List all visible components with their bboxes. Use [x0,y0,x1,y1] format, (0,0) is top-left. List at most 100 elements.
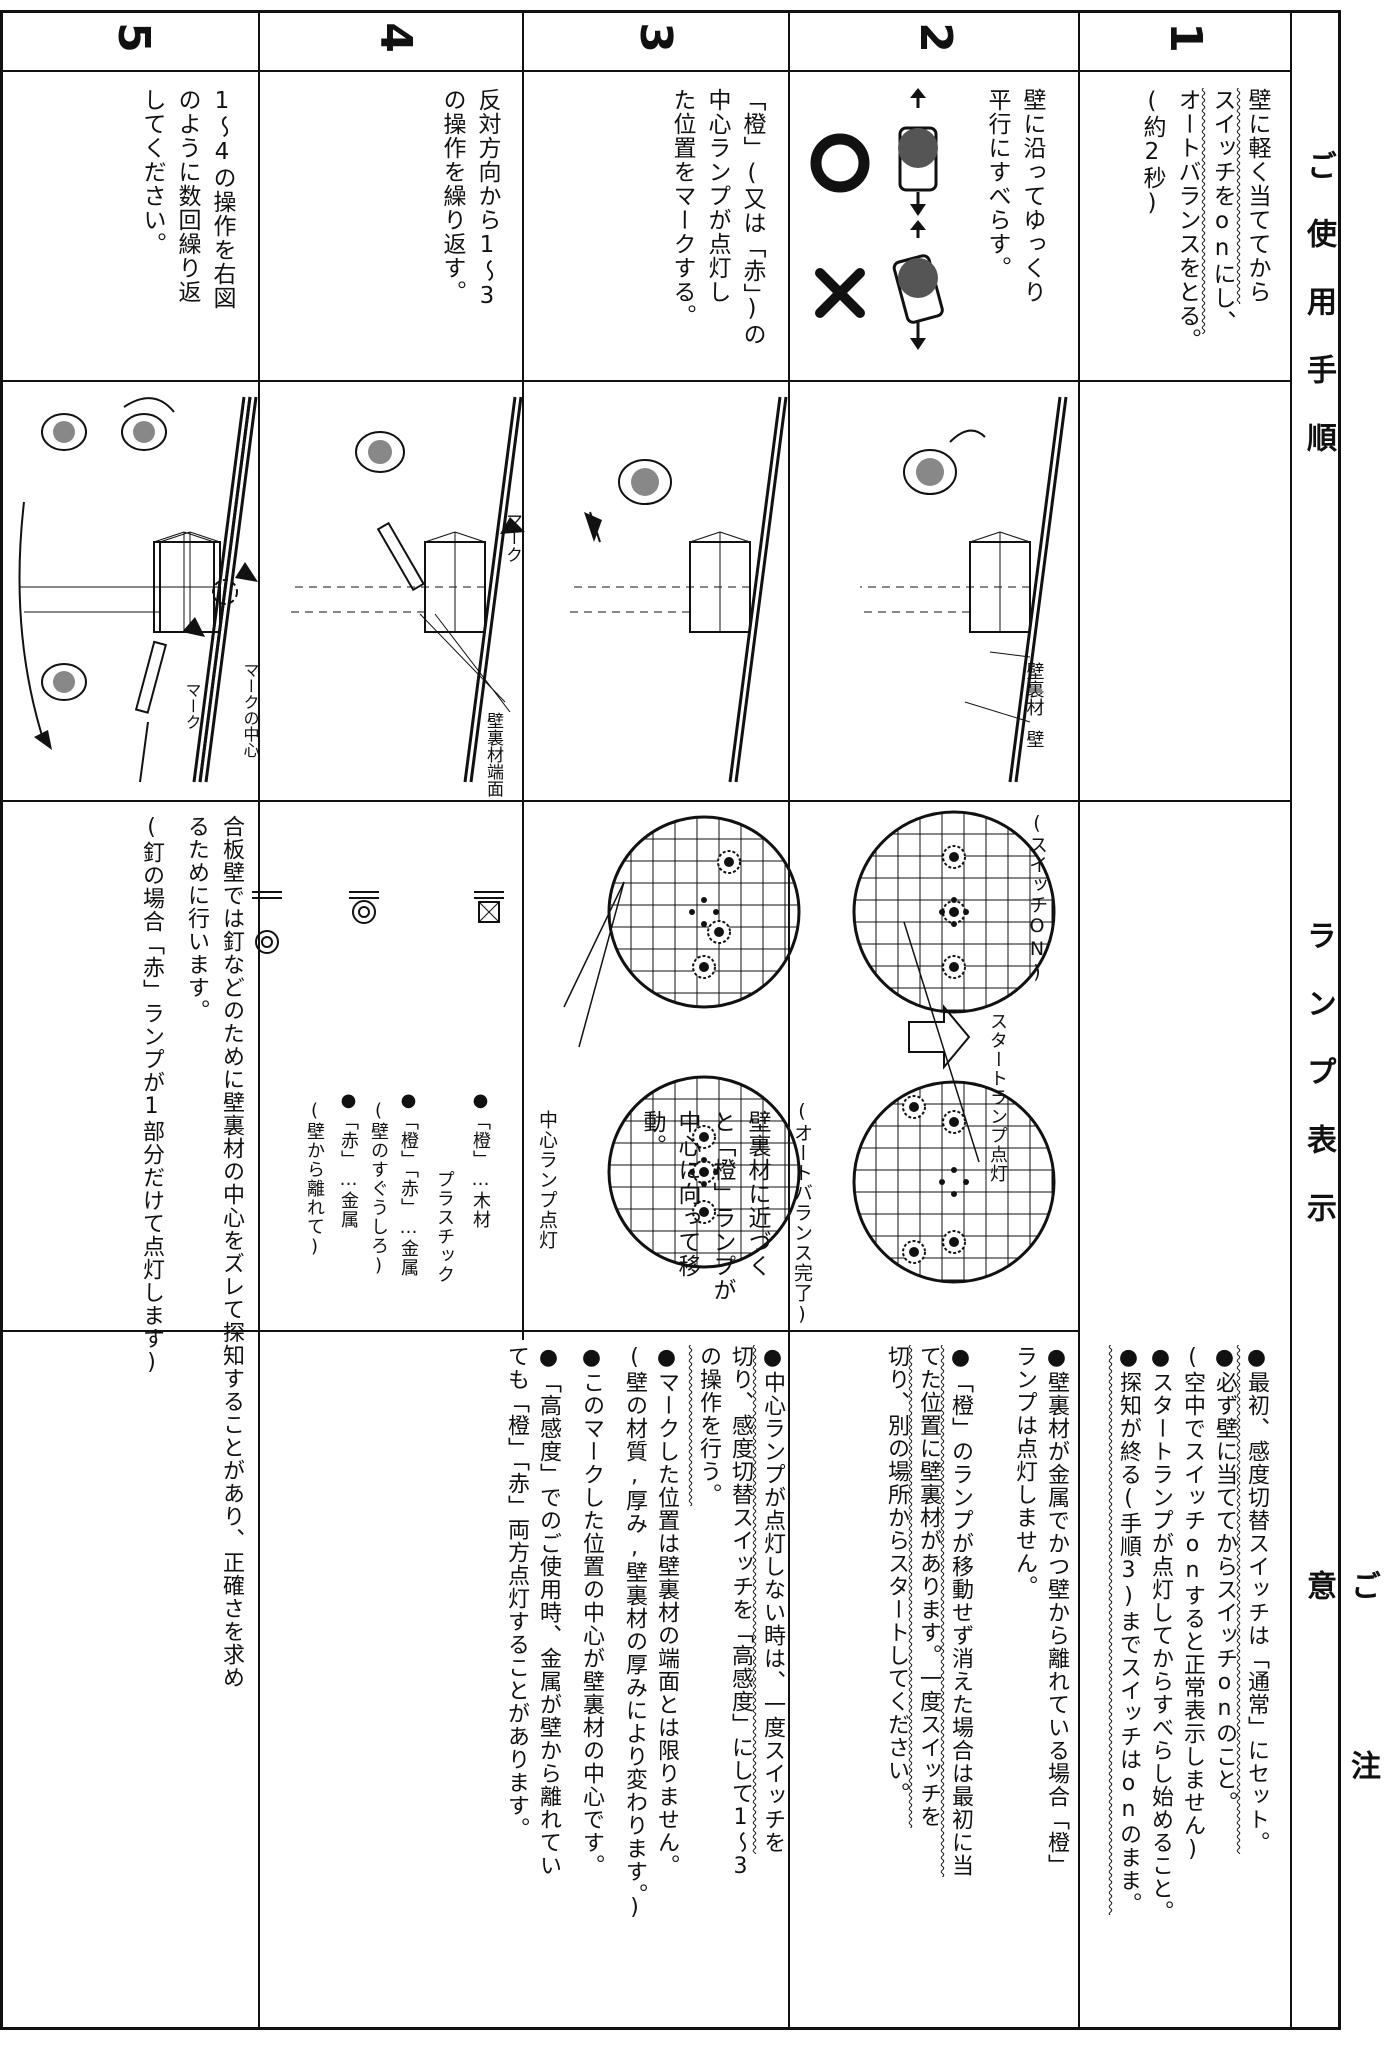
step-3-line-2: 中心ランプが点灯し [704,88,730,304]
center-dot [951,1191,957,1197]
center-dot [963,909,969,915]
col-divider-3 [522,10,524,1340]
illustration-step-5-panel [18,396,252,783]
label-stud-edge: 壁裏材端面 [483,712,504,797]
lamp-marker [942,1110,966,1134]
lamp-approach-line-1: 壁裏材に近づく [744,1110,770,1278]
lamp-dial-auto-balance [852,1080,1056,1284]
col-divider-notes-2-3 [788,1330,790,2027]
note-3-line-7: ●「高感度」でのご使用時、金属が壁から離れてい [536,1345,561,1877]
legend-metal-near: ●「橙」「赤」…金属 [398,1090,419,1277]
lamp-marker [692,955,716,979]
center-dot [689,1169,695,1175]
lamp-marker [942,955,966,979]
row-divider-illustration [0,800,1290,802]
col-divider-2 [788,10,790,1340]
step-1-line-4: (約2秒) [1139,88,1165,217]
step-number-1: 1 [1159,22,1211,53]
step-2-line-1: 壁に沿ってゆっくり [1019,88,1045,304]
border-bottom [0,2027,1340,2030]
center-dot [939,1179,945,1185]
note-3-line-2: 切り、感度切替スイッチを「高感度」にして1～3 [728,1345,753,1880]
label-stud: 壁裏材 [1024,662,1045,716]
step-number-5: 5 [107,22,159,53]
step-5-line-1: 1～4の操作を右図 [209,88,235,310]
lamp-dial-center [607,1075,801,1269]
step-3-line-1: 「橙」(又は「赤」)の [739,88,765,347]
row-divider-text [0,380,1290,382]
legend-metal-near-icon [349,891,379,924]
center-dot [701,921,707,927]
lamp-approach-line-2: と「橙」ランプが [709,1110,735,1302]
lamp-auto-balance-label: (オートバランス完了) [791,1100,813,1326]
lamp-start-label: スタートランプ点灯 [987,1012,1008,1183]
row-divider-number [0,70,1290,72]
center-lamp-pointer-1 [563,881,625,1008]
center-dot [701,1157,707,1163]
center-dot [701,1181,707,1187]
center-dot [939,909,945,915]
center-dot [951,921,957,927]
label-mark-step3: マーク [502,512,522,563]
note-3-line-1: ●中心ランプが点灯しない時は、一度スイッチを [760,1345,785,1854]
col-divider-notes-1-2 [1078,1330,1080,2027]
lamp-approach-line-3: 中心に向って移 [674,1110,700,1278]
legend-metal-far: ●「赤」…金属 [338,1090,359,1229]
legend-metal-far-icon [252,891,282,954]
note-5-line-1: 合板壁では釘などのために壁裏材の中心をズレて探知することがあり、正確さを求め [219,815,244,1689]
note-2-line-4: てた位置に壁裏材があります。一度スイッチを [916,1345,941,1828]
progress-arrow-icon [908,1004,971,1070]
step-5-line-2: のように数回繰り返 [174,88,200,304]
dial-rim [852,810,1056,1014]
border-right [1338,10,1341,2030]
note-5-line-2: るために行います。 [184,815,209,1022]
lamp-center-label: 中心ランプ点灯 [536,1110,558,1250]
lamp-marker [942,845,966,869]
step-4-line-2: の操作を繰り返す。 [439,88,465,304]
center-dot [713,909,719,915]
label-wall: 壁 [1024,730,1045,748]
header-lamp: ランプ表示 [1301,920,1336,1260]
col-divider-notes-3-5 [258,1330,260,2027]
step-1-line-2: スイッチをonにし、 [1209,88,1235,334]
illustration-step-3 [290,396,525,783]
legend-metal-far-sub: (壁から離れて) [304,1100,325,1258]
step-number-4: 4 [369,22,421,53]
note-2-line-1: ●壁裏材が金属でかつ壁から離れている場合「橙」 [1044,1345,1069,1877]
lamp-marker [692,1125,716,1149]
step-number-2: 2 [909,22,961,53]
lamp-approach-line-4: 動。 [639,1110,665,1158]
row-divider-lamp [0,1330,1078,1332]
lamp-dial-approach [607,815,801,1009]
legend-wood-icon [474,891,504,923]
illustration-step-2 [570,396,788,783]
lamp-marker [707,920,731,944]
note-3-line-3: の操作を行う。 [696,1345,721,1506]
note-1-line-3: (空中でスイッチonすると正常表示しません) [1180,1345,1205,1863]
dial-rim [607,1075,801,1269]
note-3-line-6: ●このマークした位置の中心が壁裏材の中心です。 [579,1345,604,1877]
step-2-device-diagram [810,88,944,350]
center-dot [951,897,957,903]
legend-wood: ●「橙」…木材 [470,1090,491,1229]
legend-metal-near-sub: (壁のすぐうしろ) [368,1100,389,1277]
note-3-line-4: ●マークした位置は壁裏材の端面とは限りません。 [654,1345,679,1877]
start-lamp-pointer [903,921,980,1163]
note-2-line-3: ●「橙」のランプが移動せず消えた場合は最初に当 [948,1345,973,1877]
lamp-marker [692,1200,716,1224]
header-procedure: ご使用手順 [1301,150,1336,490]
step-5-line-3: してください。 [139,88,165,256]
step-number-3: 3 [629,22,681,53]
legend-plastic: プラスチック [434,1170,455,1284]
note-2-line-5: 切り、別の場所からスタートしてください。 [884,1345,909,1805]
step-3-line-3: た位置をマークする。 [669,88,695,328]
illustration-step-1 [860,396,1068,783]
lamp-marker [717,850,741,874]
label-mark-center: マークの中心 [241,662,260,758]
lamp-marker [942,900,966,924]
step-4-line-1: 反対方向から1～3 [474,88,500,310]
note-2-line-2: ランプは点灯しません。 [1012,1345,1037,1598]
lamp-display-row [252,810,1056,1284]
step-1-line-1: 壁に軽く当ててから [1244,88,1270,304]
lamp-marker [902,1240,926,1264]
